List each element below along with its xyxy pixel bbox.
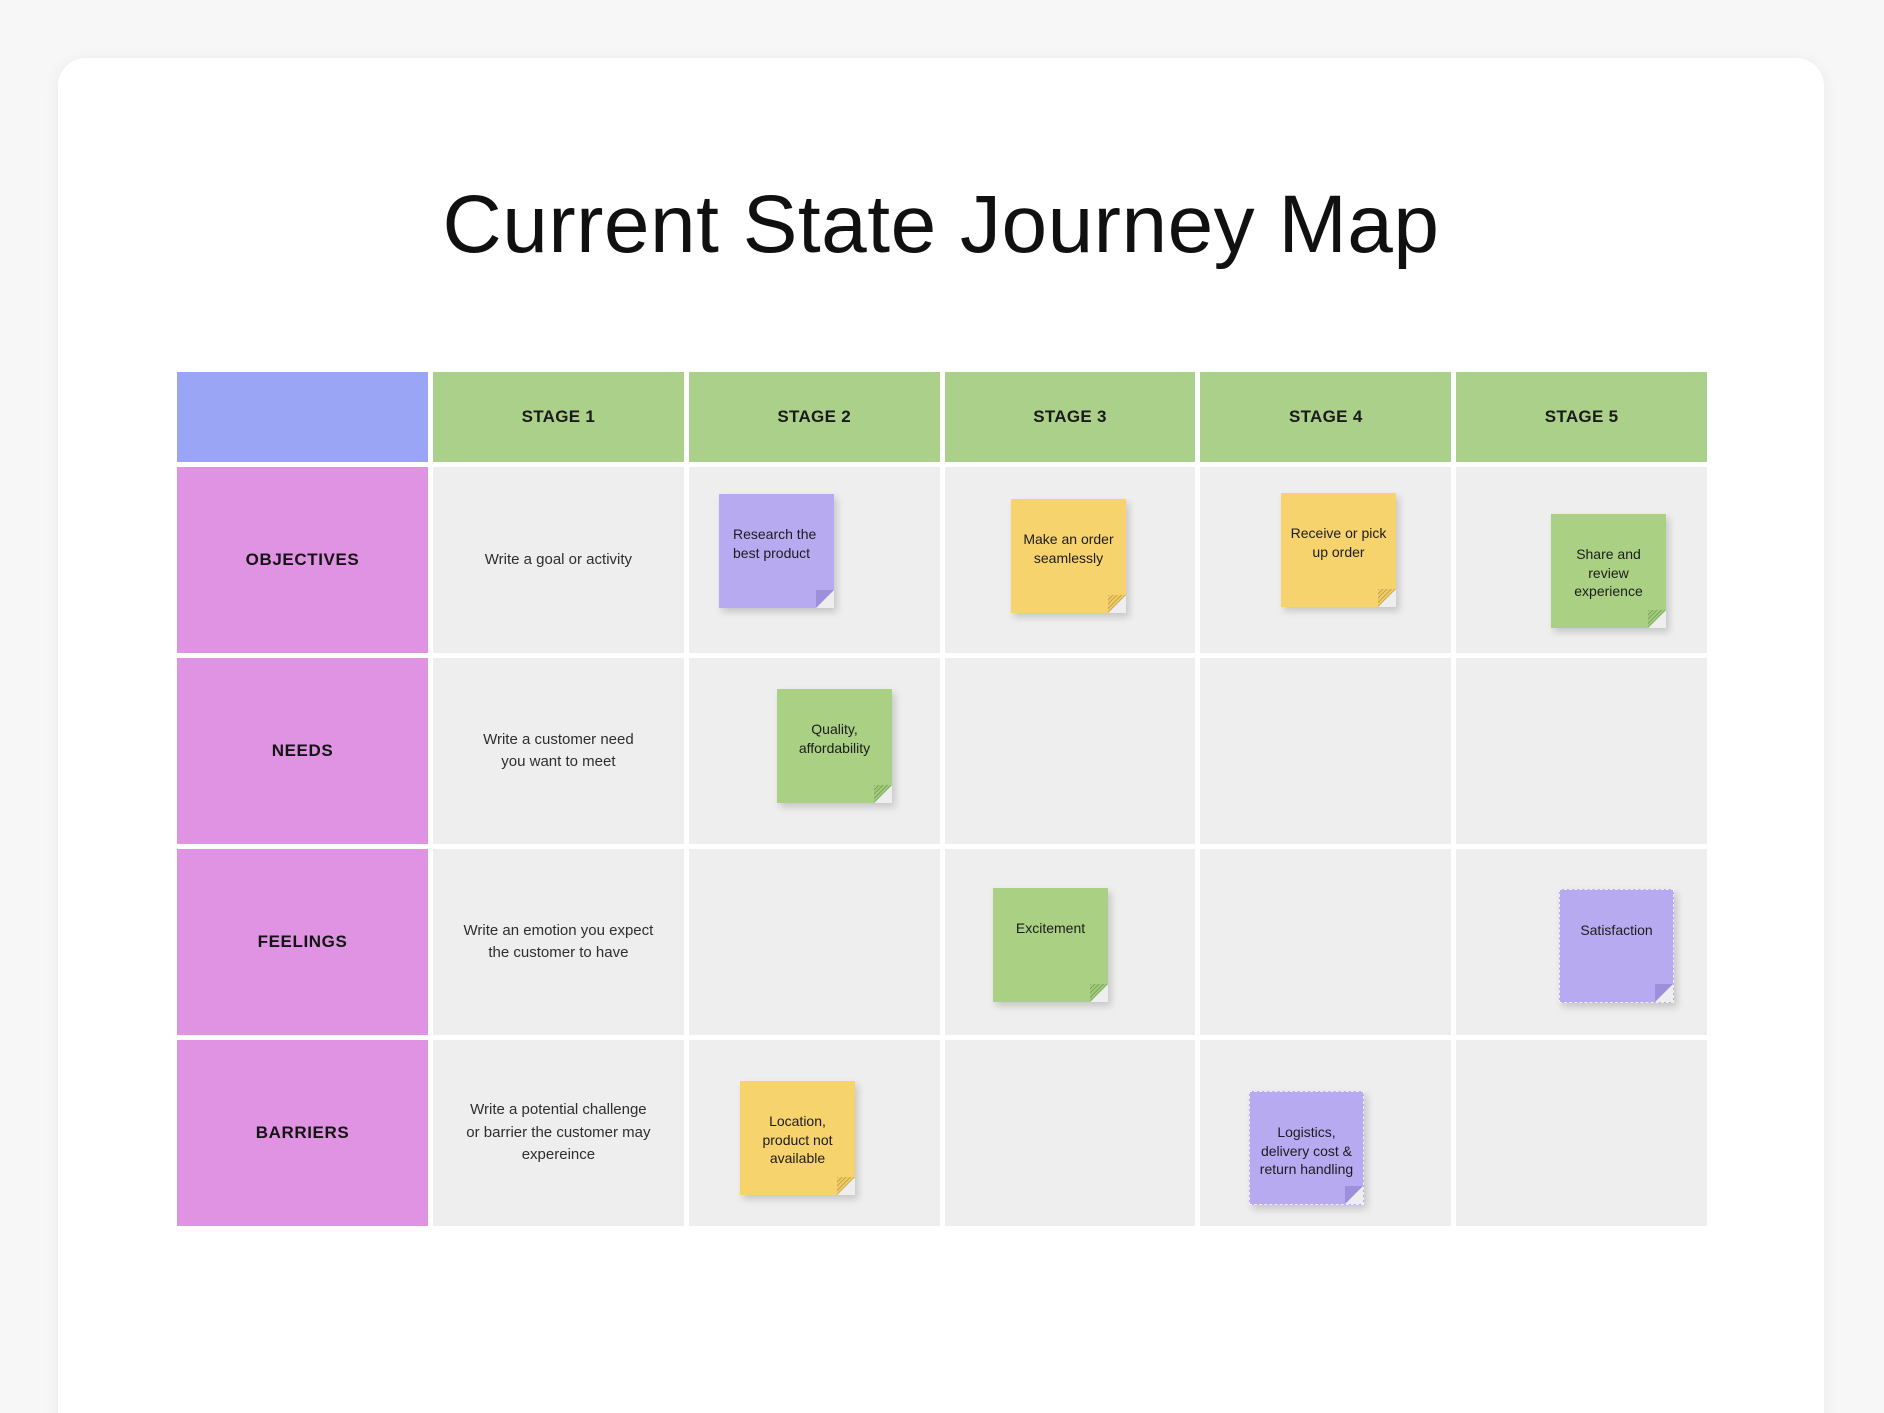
stage-header-5[interactable]: STAGE 5 — [1456, 372, 1707, 462]
sticky-note-text: Make an order seamlessly — [1023, 531, 1114, 566]
row-header-needs[interactable]: NEEDS — [177, 658, 428, 844]
stage-header-2[interactable]: STAGE 2 — [688, 372, 940, 462]
sticky-note-share-review-experience[interactable]: Share and review experience — [1551, 514, 1666, 628]
row-header-barriers[interactable]: BARRIERS — [177, 1040, 428, 1226]
sticky-note-text: Receive or pick up order — [1290, 525, 1387, 560]
cell-needs-stage3[interactable] — [944, 658, 1196, 844]
sticky-note-quality-affordability[interactable]: Quality, affordability — [777, 689, 892, 803]
sticky-note-text: Location, product not available — [762, 1113, 833, 1167]
cell-needs-stage1[interactable]: Write a customer need you want to meet — [433, 658, 684, 844]
cell-barriers-stage1[interactable]: Write a potential challenge or barrier t… — [433, 1040, 684, 1226]
sticky-note-text: Logistics, delivery cost & return handli… — [1259, 1124, 1354, 1178]
sticky-note-receive-or-pickup[interactable]: Receive or pick up order — [1281, 493, 1396, 607]
row-header-feelings[interactable]: FEELINGS — [177, 849, 428, 1035]
sticky-note-logistics-delivery-returns[interactable]: Logistics, delivery cost & return handli… — [1249, 1091, 1364, 1205]
stage-header-1[interactable]: STAGE 1 — [433, 372, 684, 462]
stage-header-3[interactable]: STAGE 3 — [944, 372, 1196, 462]
whiteboard-card: Current State Journey Map STAGE 1 STAGE … — [58, 58, 1824, 1413]
sticky-note-make-order-seamlessly[interactable]: Make an order seamlessly — [1011, 499, 1126, 613]
journey-map-table: STAGE 1 STAGE 2 STAGE 3 STAGE 4 STAGE 5 … — [177, 372, 1707, 1226]
corner-cell[interactable] — [177, 372, 428, 462]
stage-header-4[interactable]: STAGE 4 — [1200, 372, 1452, 462]
sticky-note-excitement[interactable]: Excitement — [993, 888, 1108, 1002]
cell-feelings-stage1[interactable]: Write an emotion you expect the customer… — [433, 849, 684, 1035]
sticky-note-text: Quality, affordability — [798, 721, 871, 756]
sticky-note-location-product-unavailable[interactable]: Location, product not available — [740, 1081, 855, 1195]
sticky-note-satisfaction[interactable]: Satisfaction — [1559, 889, 1674, 1003]
page-title[interactable]: Current State Journey Map — [442, 179, 1440, 270]
cell-feelings-stage2[interactable] — [688, 849, 940, 1035]
row-header-objectives[interactable]: OBJECTIVES — [177, 467, 428, 653]
sticky-note-research-best-product[interactable]: Research the best product — [719, 494, 834, 608]
sticky-note-text: Satisfaction — [1580, 922, 1653, 939]
cell-feelings-stage4[interactable] — [1200, 849, 1452, 1035]
cell-barriers-stage3[interactable] — [944, 1040, 1196, 1226]
sticky-note-text: Share and review experience — [1574, 546, 1643, 600]
sticky-note-text: Excitement — [1015, 920, 1086, 937]
sticky-note-text: Research the best product — [733, 526, 817, 561]
cell-needs-stage5[interactable] — [1456, 658, 1707, 844]
cell-needs-stage4[interactable] — [1200, 658, 1452, 844]
cell-barriers-stage5[interactable] — [1456, 1040, 1707, 1226]
cell-objectives-stage1[interactable]: Write a goal or activity — [433, 467, 684, 653]
